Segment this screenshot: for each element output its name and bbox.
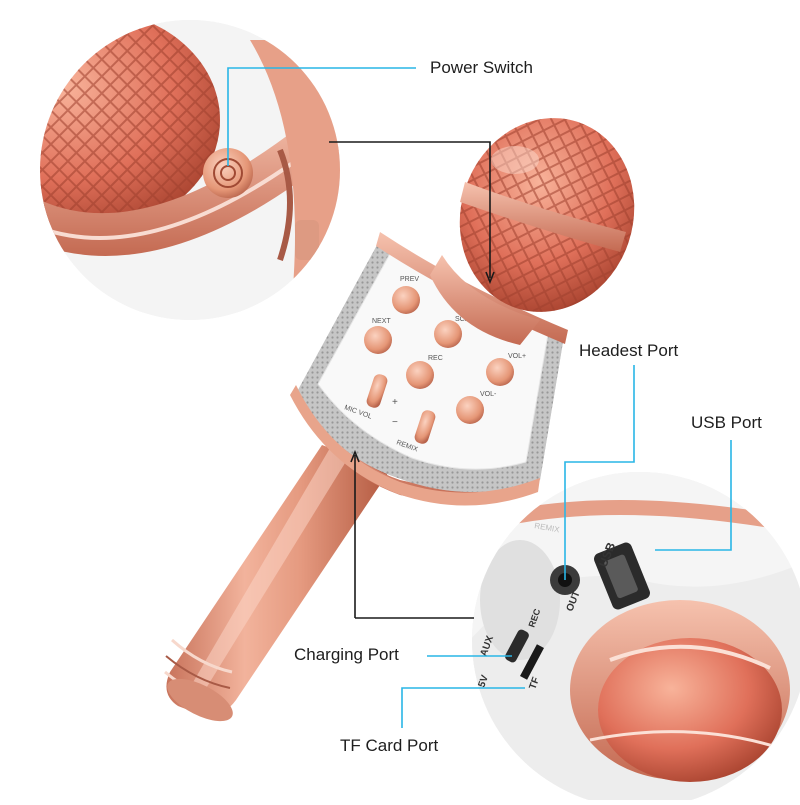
charging-port (505, 629, 529, 663)
usb-callout (655, 440, 732, 551)
vol-down-label: VOL- (480, 391, 497, 398)
next-button (364, 326, 392, 354)
remix-slider (414, 410, 436, 444)
callout-lines (227, 67, 732, 728)
power-switch-label: Power Switch (430, 58, 533, 77)
prev-button (392, 286, 420, 314)
ports-zoom: USB OUT AUX REC 5V TF REMIX (472, 472, 800, 805)
rec-label: REC (428, 355, 443, 362)
remix-partial-marking: REMIX (534, 521, 561, 534)
power-switch-zoom (40, 20, 340, 320)
power-switch-pointer (329, 141, 491, 278)
minus-mark: − (392, 417, 398, 428)
microphone-head (430, 118, 635, 345)
next-label: NEXT (372, 318, 391, 325)
headset-port-label: Headest Port (579, 341, 679, 360)
vol-up-button (486, 358, 514, 386)
rec-button (406, 361, 434, 389)
usb-port-label: USB Port (691, 413, 762, 432)
control-buttons: PREV SCAN NEXT REC VOL+ VOL- MIC VOL + −… (343, 276, 526, 454)
microphone-handle (164, 445, 390, 722)
power-switch-callout (227, 67, 416, 166)
prev-label: PREV (400, 276, 419, 283)
scan-button (434, 320, 462, 348)
power-button (203, 148, 253, 198)
charging-port-label: Charging Port (294, 645, 399, 664)
five-v-marking: 5V (476, 673, 491, 689)
tf-marking: TF (527, 676, 542, 691)
tf-card-port-label: TF Card Port (340, 736, 439, 755)
headset-callout (564, 365, 635, 580)
vol-down-button (456, 396, 484, 424)
tf-callout (401, 687, 525, 728)
plus-mark: + (392, 397, 398, 408)
mic-vol-slider (366, 374, 388, 408)
vol-up-label: VOL+ (508, 353, 526, 360)
tf-card-slot (520, 644, 544, 680)
